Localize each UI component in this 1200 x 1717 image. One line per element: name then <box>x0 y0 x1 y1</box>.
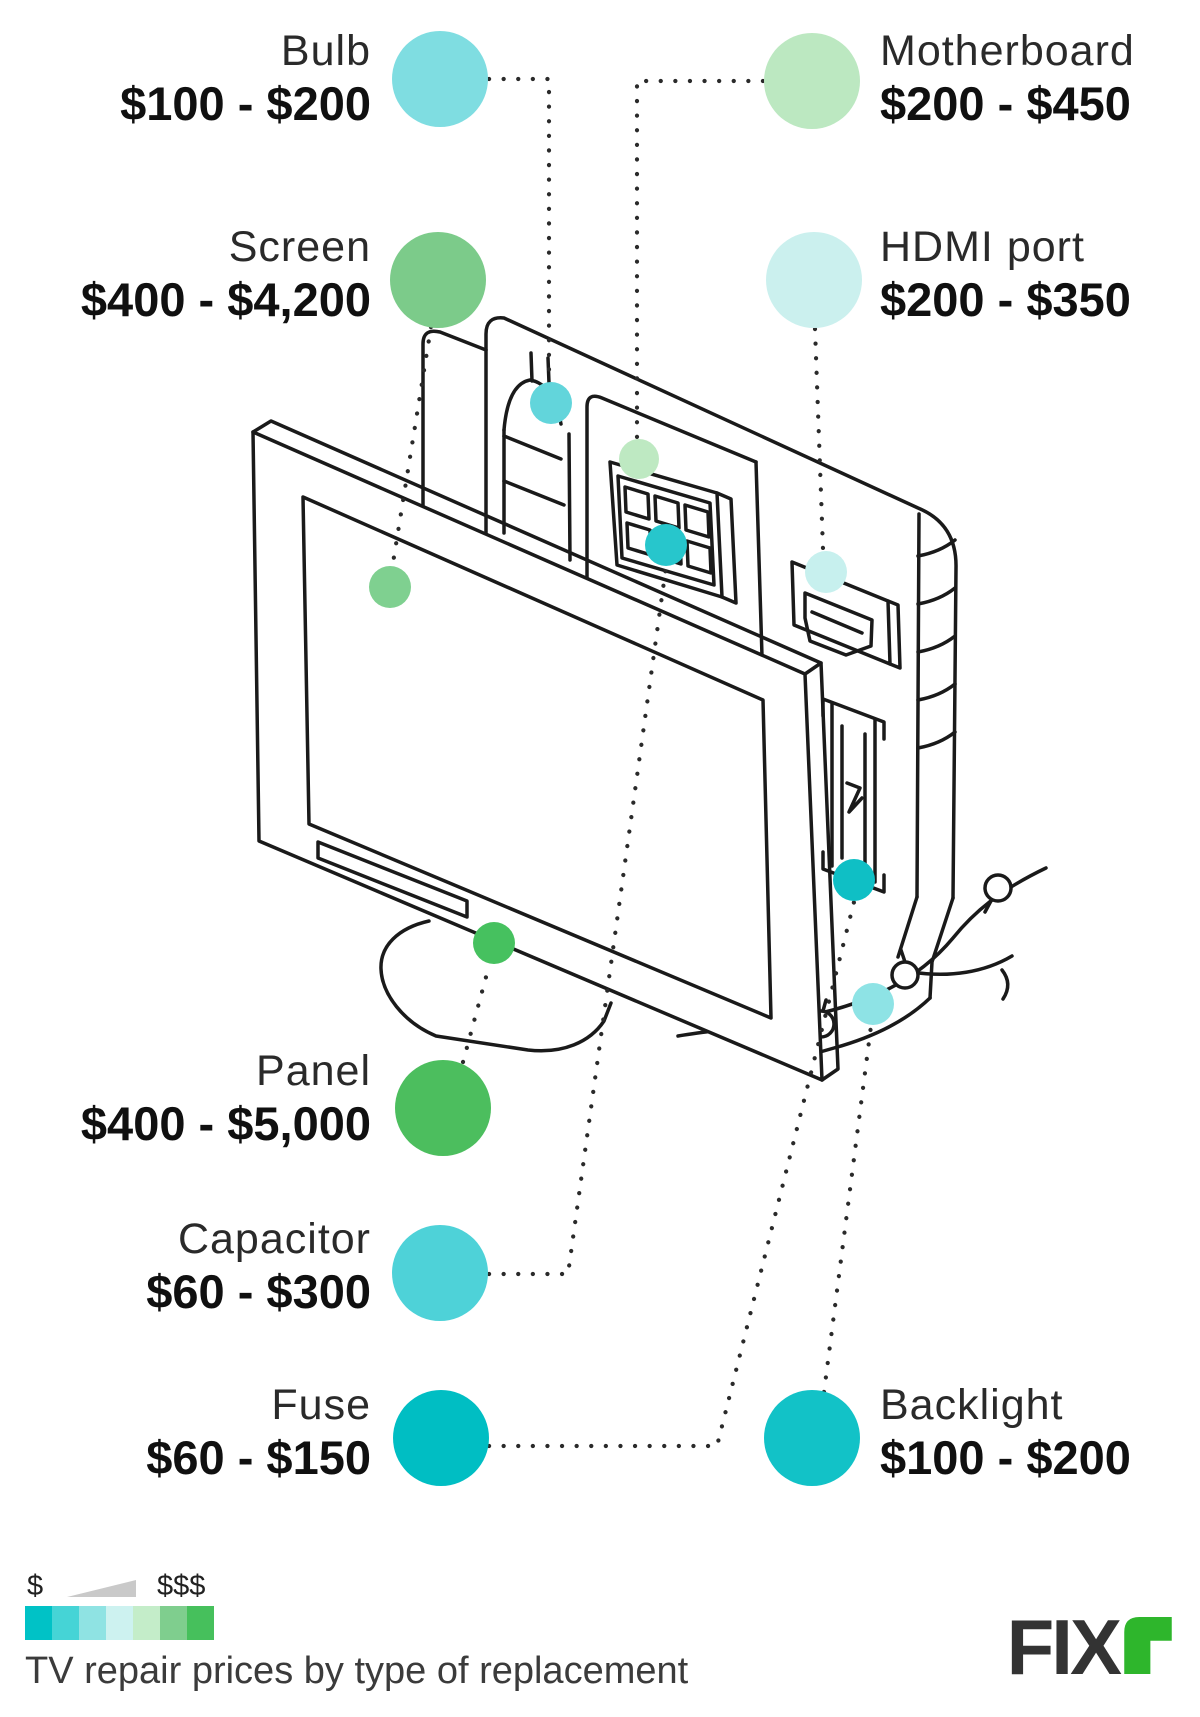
part-label-hdmi: HDMI port $200 - $350 <box>880 222 1131 328</box>
legend-swatch <box>133 1606 160 1640</box>
part-price: $60 - $300 <box>146 1265 371 1318</box>
part-price: $60 - $150 <box>146 1431 371 1484</box>
part-price: $100 - $200 <box>120 77 371 130</box>
part-label-screen: Screen $400 - $4,200 <box>81 222 371 328</box>
connector-panel <box>460 963 492 1065</box>
part-dots <box>369 382 894 1025</box>
panel-circle <box>395 1060 491 1156</box>
tv-stand <box>379 919 613 1053</box>
bulb-circle <box>392 31 488 127</box>
tv-screen-area <box>301 495 773 1020</box>
legend-swatch <box>79 1606 106 1640</box>
part-name: Capacitor <box>177 1215 371 1263</box>
hdmi-dot <box>805 551 847 593</box>
cable-arc <box>1000 968 1010 1001</box>
part-price: $400 - $4,200 <box>80 273 371 326</box>
part-label-capacitor: Capacitor $60 - $300 <box>146 1214 371 1320</box>
screen-dot <box>369 566 411 608</box>
part-price: $200 - $350 <box>880 273 1131 326</box>
bulb-dot <box>530 382 572 424</box>
motherboard-dot <box>619 439 659 479</box>
bulb-module <box>502 351 572 562</box>
part-label-backlight: Backlight $100 - $200 <box>880 1380 1131 1486</box>
part-name: HDMI port <box>880 223 1085 271</box>
backlight-circle <box>764 1390 860 1486</box>
legend-color-scale <box>25 1606 214 1640</box>
part-name: Panel <box>256 1047 371 1095</box>
backlight-dot <box>852 983 894 1025</box>
capacitor-dot <box>645 524 687 566</box>
fixr-logo-r-icon <box>1124 1617 1172 1674</box>
panel-dot <box>473 922 515 964</box>
cable-connector <box>983 873 1013 903</box>
fixr-logo-text: FIX <box>1006 1603 1122 1691</box>
connector-backlight <box>821 1023 874 1395</box>
fuse-circle <box>393 1390 489 1486</box>
cable-connector <box>890 960 920 990</box>
legend-swatch <box>52 1606 79 1640</box>
infographic-caption: TV repair prices by type of replacement <box>25 1650 689 1692</box>
motherboard-circle <box>764 33 860 129</box>
connector-bulb <box>486 76 552 384</box>
part-name: Fuse <box>271 1381 371 1429</box>
back-panel-depth-edge <box>421 329 488 508</box>
connector-motherboard <box>634 78 766 440</box>
tv-bezel-strip <box>316 840 469 919</box>
hdmi-circle <box>766 232 862 328</box>
part-name: Screen <box>228 223 371 271</box>
fuse-drawing <box>821 697 886 894</box>
fixr-logo: FIX <box>1007 1602 1172 1693</box>
legend-swatch <box>187 1606 214 1640</box>
part-label-panel: Panel $400 - $5,000 <box>81 1046 371 1152</box>
part-name: Backlight <box>880 1381 1064 1429</box>
part-price: $400 - $5,000 <box>80 1097 371 1150</box>
part-label-fuse: Fuse $60 - $150 <box>146 1380 371 1486</box>
part-label-bulb: Bulb $100 - $200 <box>120 26 371 132</box>
legend-low-symbol: $ <box>27 1570 44 1602</box>
legend-swatch <box>160 1606 187 1640</box>
capacitor-circle <box>392 1225 488 1321</box>
fuse-zigzag <box>845 781 864 814</box>
legend-high-symbol: $$$ <box>157 1570 206 1602</box>
fuse-dot <box>833 859 875 901</box>
vent-ribs <box>916 538 957 750</box>
connector-capacitor <box>486 564 669 1277</box>
part-name: Motherboard <box>880 27 1135 75</box>
part-name: Bulb <box>280 27 371 75</box>
part-price: $100 - $200 <box>880 1431 1131 1484</box>
part-price: $200 - $450 <box>880 77 1131 130</box>
part-label-motherboard: Motherboard $200 - $450 <box>880 26 1135 132</box>
legend-swatch <box>25 1606 52 1640</box>
bulb-prong <box>529 351 534 383</box>
part-circles <box>390 31 862 1486</box>
legend-swatch <box>106 1606 133 1640</box>
screen-circle <box>390 232 486 328</box>
